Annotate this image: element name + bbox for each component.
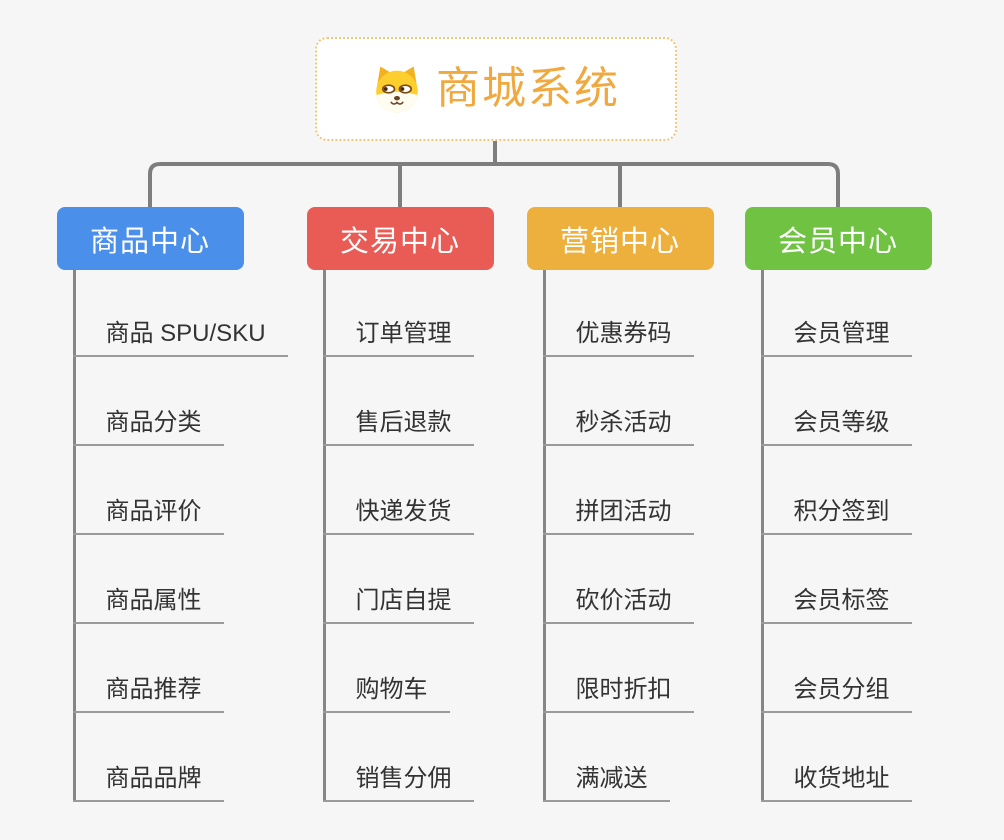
mindmap-leaf-node[interactable]: 会员等级 <box>760 408 912 446</box>
branch-children: 优惠券码秒杀活动拼团活动砍价活动限时折扣满减送 <box>527 207 827 840</box>
branch-column: 交易中心 订单管理售后退款快递发货门店自提购物车销售分佣 <box>306 207 494 802</box>
branch-vertical-connector <box>322 270 326 802</box>
mindmap-leaf-node[interactable]: 商品分类 <box>72 408 224 446</box>
branch-children: 会员管理会员等级积分签到会员标签会员分组收货地址 <box>745 207 1004 840</box>
mindmap-leaf-node[interactable]: 砍价活动 <box>542 586 694 624</box>
branch-column: 会员中心 会员管理会员等级积分签到会员标签会员分组收货地址 <box>744 207 932 802</box>
mindmap-leaf-node[interactable]: 商品 SPU/SKU <box>72 319 288 357</box>
root-node[interactable]: 商城系统 <box>315 37 677 141</box>
branch-children: 商品 SPU/SKU 商品分类商品评价商品属性商品推荐商品品牌 <box>57 207 357 840</box>
branch-children: 订单管理售后退款快递发货门店自提购物车销售分佣 <box>307 207 607 840</box>
branch-vertical-connector <box>72 270 76 802</box>
branch-vertical-connector <box>542 270 546 802</box>
mindmap-leaf-node[interactable]: 拼团活动 <box>542 497 694 535</box>
mindmap-leaf-node[interactable]: 秒杀活动 <box>542 408 694 446</box>
dog-face-icon <box>372 64 422 114</box>
branch-vertical-connector <box>760 270 764 802</box>
mindmap-leaf-node[interactable]: 满减送 <box>542 764 670 802</box>
mindmap-leaf-node[interactable]: 商品属性 <box>72 586 224 624</box>
mindmap-leaf-node[interactable]: 会员管理 <box>760 319 912 357</box>
mindmap-leaf-node[interactable]: 销售分佣 <box>322 764 474 802</box>
mindmap-leaf-node[interactable]: 售后退款 <box>322 408 474 446</box>
mindmap-leaf-node[interactable]: 优惠券码 <box>542 319 694 357</box>
mindmap-leaf-node[interactable]: 购物车 <box>322 675 450 713</box>
mindmap-leaf-node[interactable]: 商品品牌 <box>72 764 224 802</box>
mindmap-leaf-node[interactable]: 积分签到 <box>760 497 912 535</box>
branch-column: 营销中心 优惠券码秒杀活动拼团活动砍价活动限时折扣满减送 <box>526 207 714 802</box>
mindmap-leaf-node[interactable]: 限时折扣 <box>542 675 694 713</box>
mindmap-leaf-node[interactable]: 订单管理 <box>322 319 474 357</box>
branch-column: 商品中心 商品 SPU/SKU 商品分类商品评价商品属性商品推荐商品品牌 <box>56 207 288 802</box>
connector-bus <box>148 162 840 212</box>
root-node-title: 商城系统 <box>436 64 620 113</box>
branch-header[interactable]: 会员中心 <box>744 207 932 270</box>
branch-header[interactable]: 营销中心 <box>526 207 714 270</box>
mindmap-leaf-node[interactable]: 门店自提 <box>322 586 474 624</box>
mindmap-leaf-node[interactable]: 商品评价 <box>72 497 224 535</box>
mindmap-leaf-node[interactable]: 快递发货 <box>322 497 474 535</box>
branch-header[interactable]: 商品中心 <box>56 207 244 270</box>
mindmap-leaf-node[interactable]: 收货地址 <box>760 764 912 802</box>
mindmap-leaf-node[interactable]: 会员标签 <box>760 586 912 624</box>
branch-header[interactable]: 交易中心 <box>306 207 494 270</box>
mindmap-leaf-node[interactable]: 会员分组 <box>760 675 912 713</box>
mindmap-leaf-node[interactable]: 商品推荐 <box>72 675 224 713</box>
